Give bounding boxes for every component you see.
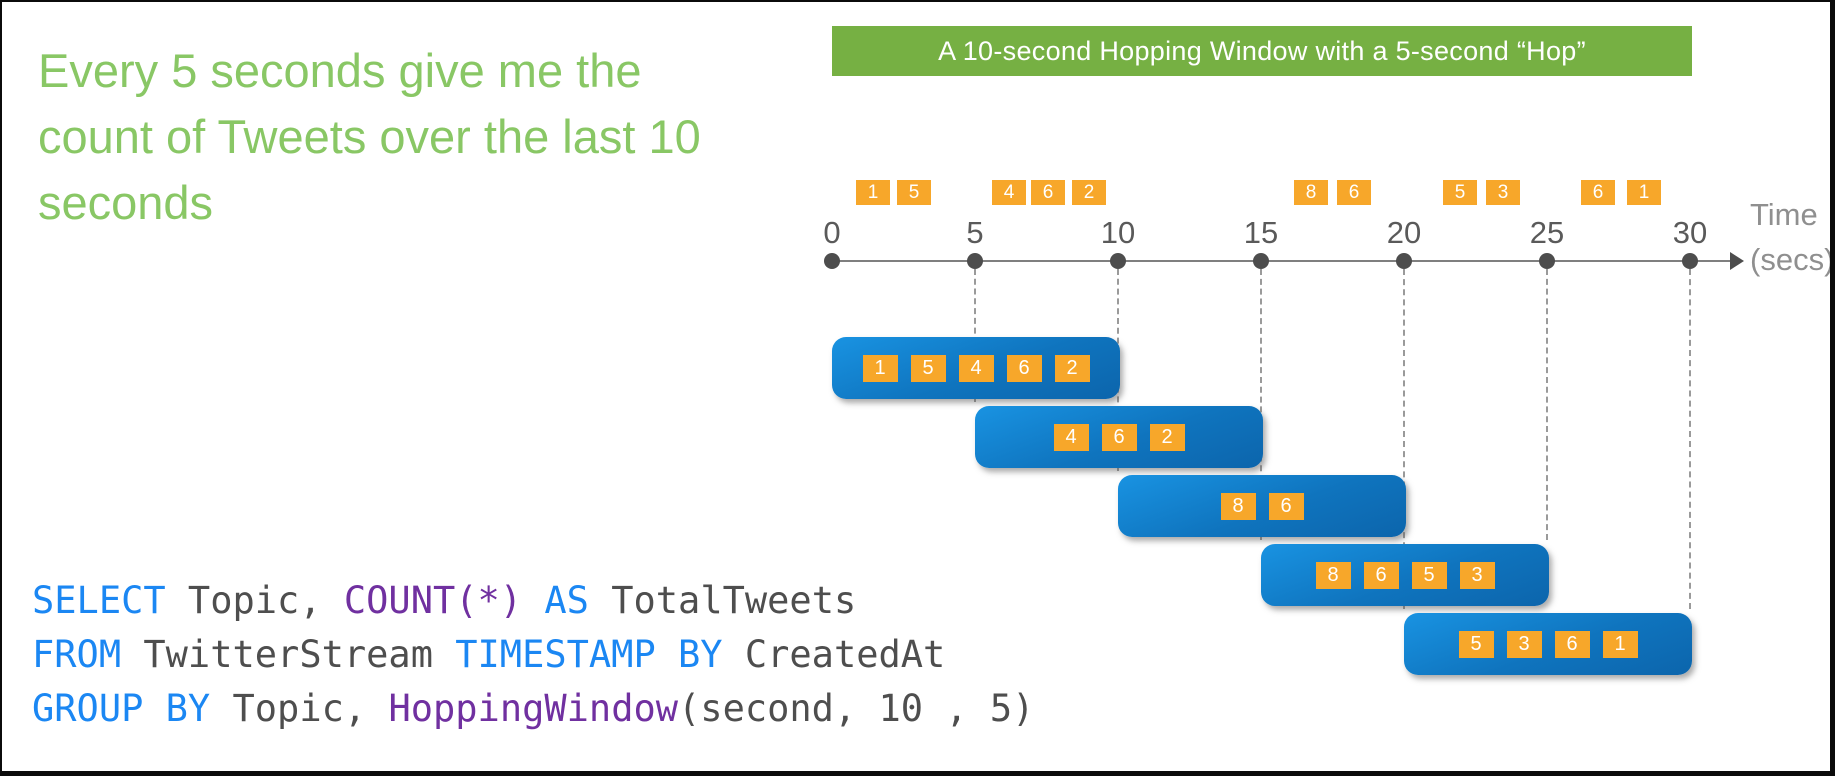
window-chip: 3: [1459, 561, 1495, 589]
window-chip: 8: [1220, 492, 1256, 520]
window-chip: 2: [1149, 423, 1185, 451]
tick-dash-line: [1689, 269, 1691, 609]
tick-label-15: 15: [1243, 215, 1279, 250]
tick-label-10: 10: [1100, 215, 1136, 250]
window-chip: 8: [1315, 561, 1351, 589]
sql-token-pl: CreatedAt: [722, 633, 946, 676]
heading-line-3: seconds: [38, 176, 214, 229]
sql-line-2: FROM TwitterStream TIMESTAMP BY CreatedA…: [32, 628, 1034, 682]
event-chip: 5: [897, 180, 931, 205]
tick-label-30: 30: [1672, 215, 1708, 250]
timeline-dot-25: [1539, 253, 1555, 269]
sql-token-kw: FROM: [32, 633, 122, 676]
sql-token-pl: (second, 10 , 5): [678, 687, 1035, 730]
time-axis-label-line2: (secs): [1750, 242, 1835, 277]
sql-token-kw: AS: [544, 579, 589, 622]
timeline-dot-0: [824, 253, 840, 269]
slide-heading: Every 5 seconds give me the count of Twee…: [38, 38, 701, 236]
window-chip: 1: [862, 354, 898, 382]
window-chip: 3: [1506, 630, 1542, 658]
window-chip: 5: [1458, 630, 1494, 658]
window-chip: 6: [1268, 492, 1304, 520]
window-chip: 6: [1006, 354, 1042, 382]
sql-line-3: GROUP BY Topic, HoppingWindow(second, 10…: [32, 682, 1034, 736]
window-chip: 1: [1602, 630, 1638, 658]
banner-text: A 10-second Hopping Window with a 5-seco…: [938, 35, 1586, 66]
timeline-arrow-icon: [1730, 252, 1744, 270]
timeline-dot-20: [1396, 253, 1412, 269]
time-axis-label: Time (secs): [1750, 192, 1835, 282]
banner: A 10-second Hopping Window with a 5-seco…: [832, 26, 1692, 76]
tick-label-25: 25: [1529, 215, 1565, 250]
sql-token-fn: HoppingWindow: [388, 687, 679, 730]
sql-token-pl: Topic,: [210, 687, 389, 730]
heading-line-2: count of Tweets over the last 10: [38, 110, 701, 163]
sql-token-pl: [522, 579, 544, 622]
event-chip: 6: [1581, 180, 1615, 205]
time-axis-label-line1: Time: [1750, 197, 1818, 232]
timeline-dot-5: [967, 253, 983, 269]
event-chip: 1: [856, 180, 890, 205]
window-chip: 6: [1363, 561, 1399, 589]
sql-token-kw: GROUP BY: [32, 687, 211, 730]
tick-dash-line: [1403, 269, 1405, 609]
sql-token-fn: COUNT(*): [343, 579, 523, 622]
timeline-dot-30: [1682, 253, 1698, 269]
sql-token-pl: Topic,: [165, 579, 344, 622]
window-chip: 4: [1053, 423, 1089, 451]
event-chip: 6: [1031, 180, 1065, 205]
event-chip: 8: [1294, 180, 1328, 205]
tick-label-20: 20: [1386, 215, 1422, 250]
event-chip: 5: [1443, 180, 1477, 205]
sql-token-pl: TotalTweets: [588, 579, 857, 622]
sql-line-1: SELECT Topic, COUNT(*) AS TotalTweets: [32, 574, 1034, 628]
window-chip: 4: [958, 354, 994, 382]
timeline-dot-10: [1110, 253, 1126, 269]
tick-dash-line: [974, 269, 976, 402]
tick-dash-line: [1546, 269, 1548, 540]
event-chip: 1: [1627, 180, 1661, 205]
window-chip: 5: [1411, 561, 1447, 589]
window-chip: 2: [1054, 354, 1090, 382]
event-chip: 4: [992, 180, 1026, 205]
window-chip: 6: [1101, 423, 1137, 451]
window-chip: 5: [910, 354, 946, 382]
event-chip: 3: [1486, 180, 1520, 205]
window-chip: 6: [1554, 630, 1590, 658]
sql-token-pl: TwitterStream: [121, 633, 456, 676]
event-chip: 2: [1072, 180, 1106, 205]
timeline-dot-15: [1253, 253, 1269, 269]
tick-dash-line: [1260, 269, 1262, 540]
sql-token-kw: TIMESTAMP BY: [455, 633, 723, 676]
heading-line-1: Every 5 seconds give me the: [38, 44, 642, 97]
tick-label-5: 5: [966, 215, 984, 250]
tick-label-0: 0: [823, 215, 841, 250]
timeline-axis-line: [832, 260, 1732, 262]
sql-token-kw: SELECT: [32, 579, 166, 622]
event-chip: 6: [1337, 180, 1371, 205]
